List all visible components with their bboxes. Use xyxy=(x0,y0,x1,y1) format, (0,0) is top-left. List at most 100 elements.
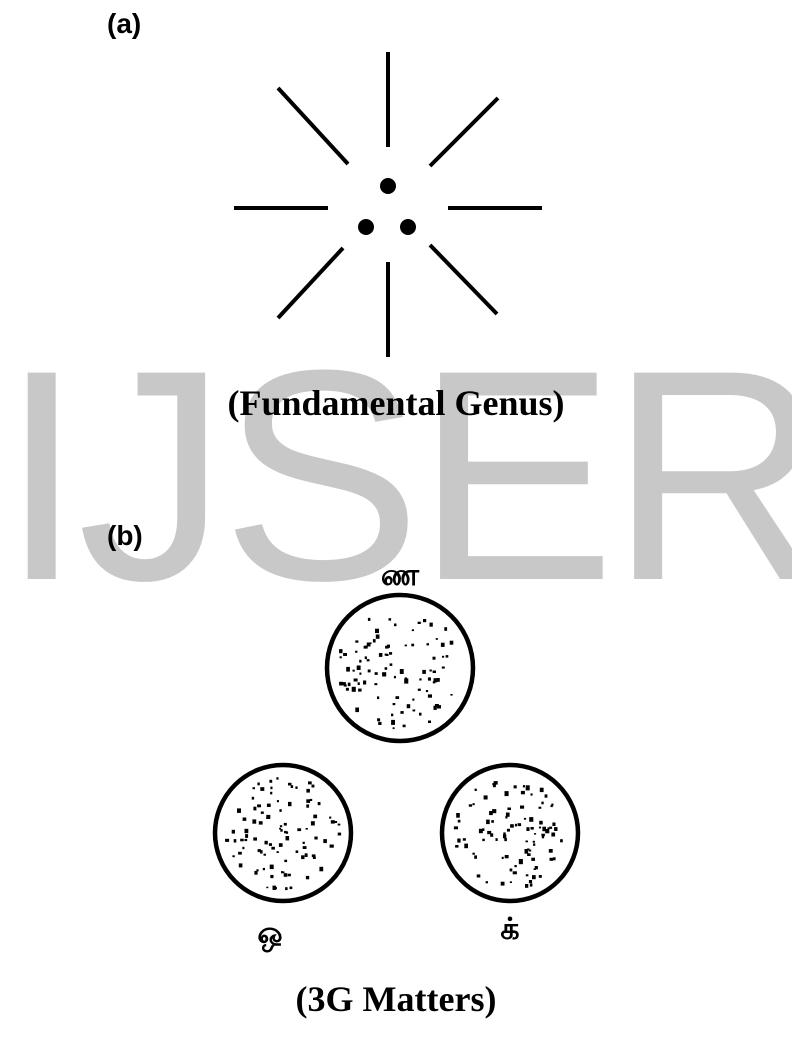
stipple-dot xyxy=(399,669,404,674)
stipple-dot xyxy=(392,727,395,730)
stipple-dot xyxy=(363,680,367,685)
stipple-dot xyxy=(306,804,310,808)
stipple-dot xyxy=(238,863,243,868)
stipple-dot xyxy=(404,644,407,647)
stipple-dot xyxy=(525,874,529,877)
stipple-dot xyxy=(364,656,367,660)
stipple-dot xyxy=(314,836,318,840)
stipple-dot xyxy=(240,838,244,842)
stipple-dot xyxy=(375,628,379,634)
stipple-dot xyxy=(242,846,245,850)
stipple-dot xyxy=(342,682,346,686)
stipple-dot xyxy=(284,830,287,834)
stipple-dot xyxy=(400,711,404,714)
stipple-dot xyxy=(391,719,395,725)
stipple-dot xyxy=(505,812,510,817)
stipple-dot xyxy=(527,853,531,856)
stipple-dot xyxy=(289,886,293,890)
stipple-dot xyxy=(334,821,338,823)
stipple-dot xyxy=(533,843,536,846)
stipple-dot xyxy=(507,807,511,810)
stipple-dot xyxy=(509,881,512,883)
stipple-dot xyxy=(258,821,263,825)
stipple-dot xyxy=(297,828,302,832)
stipple-dot xyxy=(237,808,241,813)
stipple-dot xyxy=(366,659,370,662)
stipple-dot xyxy=(534,866,538,870)
stipple-dot xyxy=(544,794,548,798)
stipple-dot xyxy=(491,820,494,823)
stipple-dot xyxy=(339,649,343,654)
stipple-dot xyxy=(311,854,316,858)
stipple-dot xyxy=(485,881,488,884)
stipple-dot xyxy=(419,712,422,716)
stipple-dot xyxy=(231,829,235,834)
stipple-dot xyxy=(245,834,249,838)
stipple-dot xyxy=(444,627,448,631)
stipple-dot xyxy=(492,783,495,786)
stipple-dot xyxy=(500,881,505,886)
stipple-dot xyxy=(283,822,287,826)
stipple-dot xyxy=(525,884,529,888)
stipple-dot xyxy=(343,653,347,656)
stipple-dot xyxy=(406,704,411,709)
stipple-dot xyxy=(531,857,535,861)
stipple-dot xyxy=(550,805,553,808)
stipple-dot xyxy=(472,852,475,855)
stipple-dot xyxy=(495,838,498,841)
stipple-dot xyxy=(268,843,272,846)
stipple-dot xyxy=(492,784,496,788)
stipple-dot xyxy=(524,849,529,854)
stipple-dot xyxy=(290,785,294,788)
stipple-dot xyxy=(501,856,504,859)
stipple-dot xyxy=(306,799,311,803)
stipple-dot xyxy=(263,853,266,856)
stipple-dot xyxy=(504,838,507,842)
stipple-dot xyxy=(253,837,257,841)
stipple-dot xyxy=(355,650,358,653)
ray-top-left xyxy=(276,86,350,166)
stipple-dot xyxy=(517,823,522,827)
stipple-dot xyxy=(389,663,393,666)
stipple-dot xyxy=(441,666,445,669)
stipple-dot xyxy=(392,703,396,706)
stipple-dot xyxy=(302,841,305,844)
stipple-dot xyxy=(266,817,269,819)
stipple-dot xyxy=(395,696,400,699)
stipple-dot xyxy=(363,645,366,649)
stipple-dot xyxy=(462,838,466,841)
stipple-dot xyxy=(256,869,259,872)
stipple-dot xyxy=(518,859,523,865)
stipple-dot xyxy=(355,707,359,713)
stipple-dot xyxy=(377,696,380,700)
stipple-dot xyxy=(242,817,247,821)
stipple-dot xyxy=(339,656,342,659)
stipple-dot xyxy=(313,814,318,819)
stipple-dot xyxy=(251,796,255,800)
stipple-dot xyxy=(384,653,387,656)
stipple-dot xyxy=(538,806,542,809)
stipple-dot xyxy=(260,787,265,791)
stipple-dot xyxy=(269,864,274,870)
stipple-dot xyxy=(528,849,532,852)
stipple-dot xyxy=(287,873,291,877)
stipple-dot xyxy=(490,833,494,837)
stipple-dot xyxy=(244,838,248,842)
stipple-dot xyxy=(478,828,483,834)
stipple-dot xyxy=(308,781,312,785)
stipple-dot xyxy=(411,643,415,647)
stipple-dot xyxy=(554,827,558,831)
stipple-dot xyxy=(422,669,426,674)
stipple-dot xyxy=(512,871,517,875)
matter-circle-left xyxy=(212,762,354,904)
stipple-dot xyxy=(548,849,553,853)
stipple-dot xyxy=(417,621,421,624)
stipple-dot xyxy=(419,678,422,681)
stipple-dot xyxy=(393,675,396,679)
ray-bottom-right xyxy=(428,243,499,316)
stipple-dot xyxy=(311,784,315,788)
ray-top-right xyxy=(428,96,500,168)
stipple-dot xyxy=(343,684,347,687)
stipple-dot xyxy=(487,830,492,835)
